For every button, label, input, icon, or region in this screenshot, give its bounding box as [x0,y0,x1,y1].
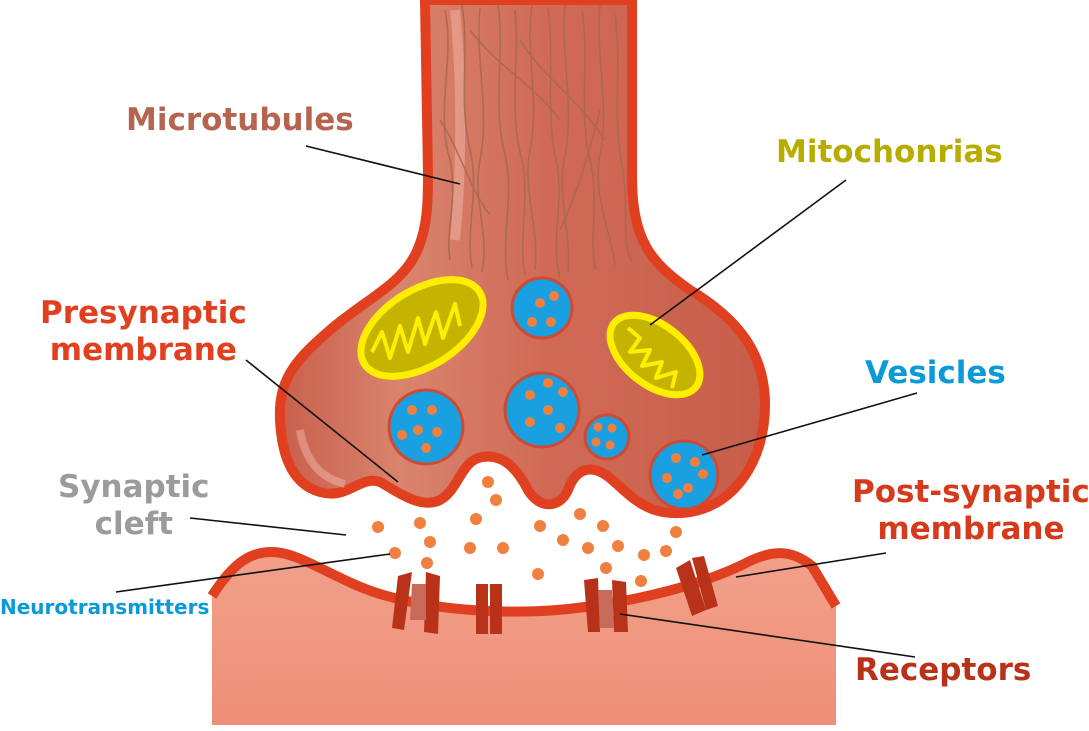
label-cleft-line2: cleft [94,506,173,543]
pointer-postsynaptic [735,552,887,578]
vesicle [583,413,631,461]
receptor [476,584,502,634]
pointer-mitochondrias [649,179,847,326]
receptors [392,556,718,634]
label-receptors: Receptors [855,652,1032,688]
neurotransmitters [372,476,682,587]
label-postsynaptic-line2: membrane [877,511,1065,548]
label-postsynaptic-line1: Post-synaptic [852,474,1089,510]
label-neurotransmitters: Neurotransmitters [0,595,210,619]
vesicle [387,388,465,466]
postsynaptic-cell [207,547,841,725]
receptor [392,572,440,634]
pointer-neurotransmitters [115,553,391,593]
pointer-vesicles [701,392,918,456]
vesicle [503,371,581,449]
label-postsynaptic-membrane: Post-synaptic membrane [852,474,1089,548]
vesicle [648,439,720,511]
pointer-lines [115,145,918,658]
vesicles [387,276,720,511]
label-vesicles: Vesicles [865,355,1006,391]
pointer-receptors [619,613,916,658]
label-synaptic-cleft: Synaptic cleft [58,469,210,543]
label-presynaptic-membrane: Presynaptic membrane [40,295,247,369]
label-presynaptic-line2: membrane [49,332,237,369]
label-cleft-line1: Synaptic [58,469,210,505]
mitochondria-left [357,276,487,380]
label-presynaptic-line1: Presynaptic [40,295,247,331]
receptor [676,556,718,616]
vesicle [510,276,574,340]
pointer-presynaptic [245,359,399,483]
microtubules [439,4,633,281]
label-mitochondrias: Mitochonrias [776,134,1003,170]
pointer-cleft [189,517,347,536]
mitochondria-right [606,311,704,399]
pointer-microtubules [305,145,461,185]
receptor [584,578,628,632]
label-microtubules: Microtubules [126,102,354,138]
